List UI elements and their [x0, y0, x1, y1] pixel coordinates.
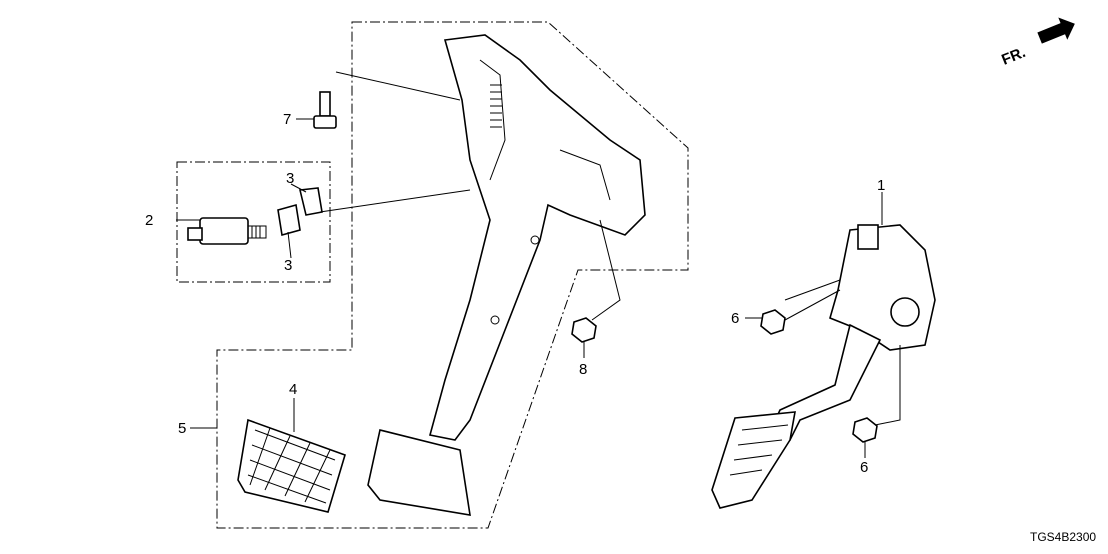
flange-nut	[571, 317, 597, 343]
switch-clip-lower	[277, 203, 301, 237]
switch-clip-upper	[299, 187, 323, 216]
brake-pedal-pad	[367, 429, 471, 516]
accelerator-nut-upper	[760, 309, 786, 335]
diagram-code: TGS4B2300	[1030, 530, 1096, 544]
leader-lines	[176, 71, 901, 458]
callout-3-lower: 3	[284, 257, 292, 274]
callout-8: 8	[579, 361, 587, 378]
brake-pedal-arm	[429, 34, 646, 441]
front-direction-arrow-icon	[1037, 17, 1075, 44]
callout-7: 7	[283, 111, 291, 128]
callout-6-lower: 6	[860, 459, 868, 476]
callout-4: 4	[289, 381, 297, 398]
callout-3-upper: 3	[286, 170, 294, 187]
callout-5: 5	[178, 420, 186, 437]
brake-pedal-pad-cover	[237, 418, 346, 513]
bolt	[313, 91, 337, 129]
front-direction-label: FR.	[999, 44, 1028, 69]
switch-group-boundary	[176, 161, 331, 283]
accelerator-nut-lower	[852, 417, 878, 443]
accelerator-pedal-assembly	[711, 224, 936, 509]
stop-light-switch	[187, 217, 267, 245]
callout-1: 1	[877, 177, 885, 194]
brake-pedal-assembly-boundary	[216, 21, 689, 529]
callout-2: 2	[145, 212, 153, 229]
callout-6-upper: 6	[731, 310, 739, 327]
